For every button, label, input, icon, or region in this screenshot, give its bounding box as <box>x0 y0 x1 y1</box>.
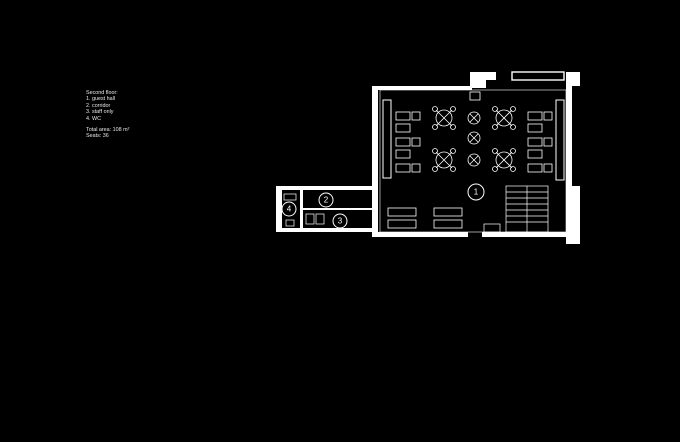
room-marker-4: 4 <box>281 201 297 217</box>
service-block <box>276 186 372 232</box>
bench <box>382 99 565 181</box>
legend-item: 2. corridor <box>86 102 111 109</box>
room-marker-1: 1 <box>467 183 485 201</box>
hall-walls <box>372 71 580 244</box>
legend-item: 4. WC <box>86 115 101 122</box>
legend-total-area: Total area: 108 m² <box>86 127 130 134</box>
floor-legend: Second floor: 1. guest hall 2. corridor … <box>86 90 129 140</box>
round-tables <box>432 91 516 172</box>
room-number: 2 <box>324 196 329 205</box>
room-number: 1 <box>474 188 479 197</box>
legend-item: 3. staff only <box>86 109 114 116</box>
room-number: 3 <box>338 217 343 226</box>
legend-seats: Seats: 36 <box>86 133 109 140</box>
legend-item: 1. guest hall <box>86 96 116 103</box>
legend-heading: Second floor: <box>86 90 118 96</box>
room-marker-2: 2 <box>318 192 334 208</box>
room-marker-3: 3 <box>332 213 348 229</box>
staircase <box>505 185 549 233</box>
right-tables <box>527 111 553 173</box>
room-number: 4 <box>287 205 292 214</box>
left-tables <box>395 111 421 173</box>
bottom-tables <box>387 207 463 229</box>
